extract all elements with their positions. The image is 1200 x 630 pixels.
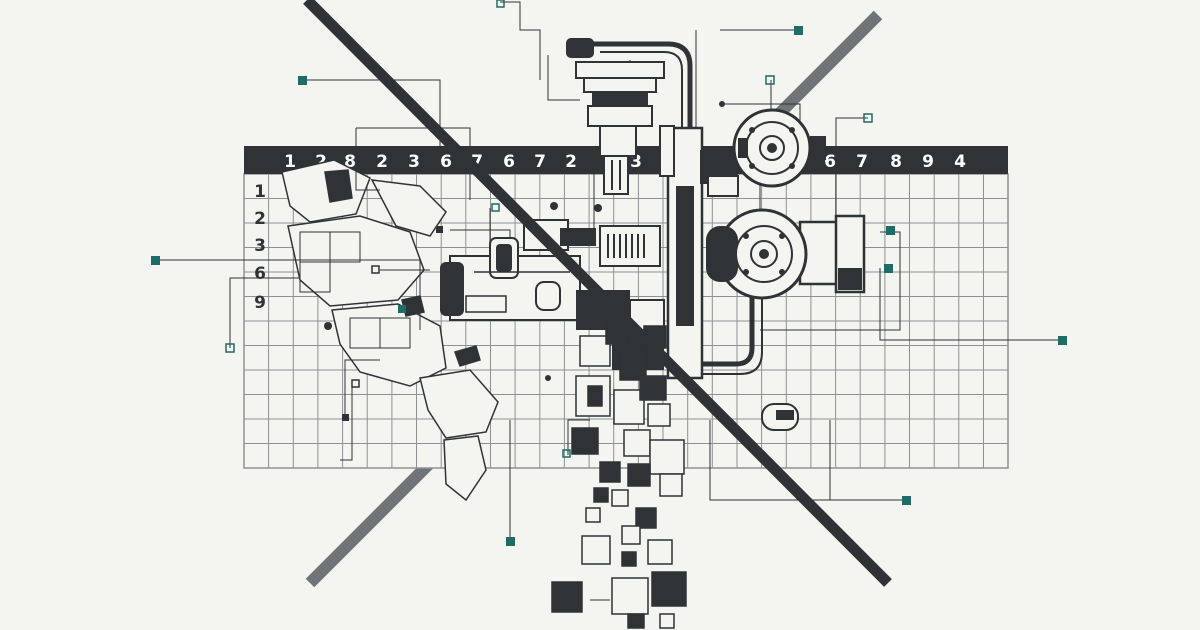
- grid-header-number: 2: [315, 152, 327, 172]
- grid-row-number: 3: [254, 236, 266, 256]
- grid-row-numbers: 1 2 3 6 9: [254, 182, 266, 313]
- grid-header-number: 8: [890, 152, 902, 172]
- connector-nodes: [151, 0, 1067, 546]
- black-diagonal-slash: [303, 0, 892, 587]
- grid-row-number: 6: [254, 264, 266, 284]
- grid-header-number: 6: [503, 152, 515, 172]
- grid-row-number: 9: [254, 293, 266, 313]
- grid-header-number: 6: [824, 152, 836, 172]
- grid-header-number: 1: [284, 152, 296, 172]
- grid-header-number: 7: [471, 152, 483, 172]
- grid-header-number: 7: [856, 152, 868, 172]
- cube-cluster-icon: [551, 321, 687, 629]
- fragmented-map-icon: [281, 159, 499, 502]
- grid-header-number: 9: [922, 152, 934, 172]
- grid-header-number: 2: [565, 152, 577, 172]
- grid-header-number: 6: [440, 152, 452, 172]
- grid-header-number: 7: [534, 152, 546, 172]
- grid-row-number: 1: [254, 182, 266, 202]
- grid-header-number: 3: [408, 152, 420, 172]
- grid-header-number: 8: [344, 152, 356, 172]
- flange-valve-icon: [706, 108, 866, 431]
- grid-header-number: 3: [630, 152, 642, 172]
- grid-header-number: 2: [376, 152, 388, 172]
- grid-row-number: 2: [254, 209, 266, 229]
- grid-header-number: 4: [954, 152, 966, 172]
